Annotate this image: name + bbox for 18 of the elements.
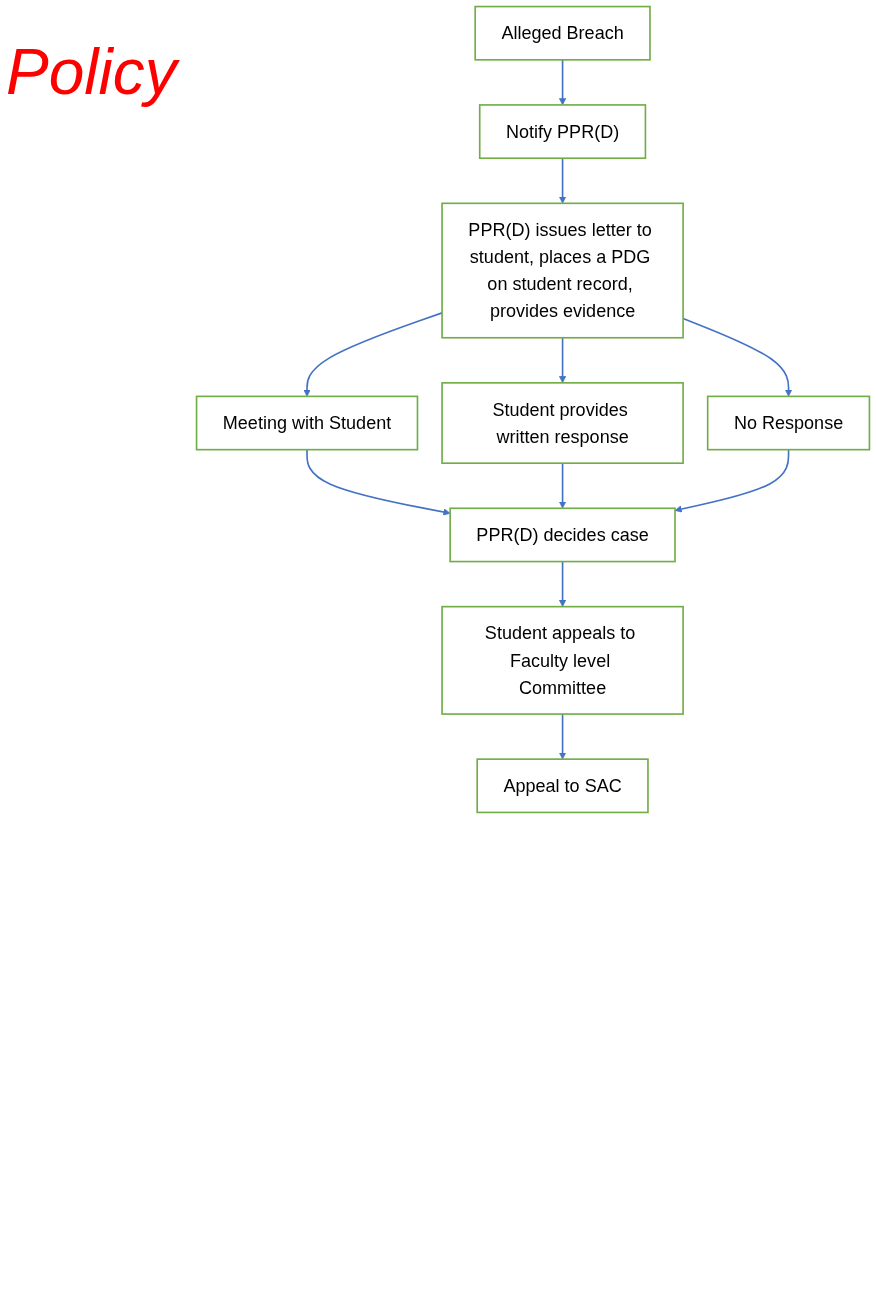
node-box: PPR(D) issues letter to student, places a PDG on student record, provides evidence bbox=[441, 202, 684, 339]
node-box: Student appeals to Faculty level Committee bbox=[441, 605, 684, 715]
arrow bbox=[558, 713, 567, 760]
node-box: Student provides written response bbox=[441, 382, 684, 464]
arrow bbox=[303, 312, 443, 397]
node-box: Appeal to SAC bbox=[476, 758, 649, 814]
arrow bbox=[306, 448, 451, 516]
node-box: Notify PPR(D) bbox=[478, 104, 647, 160]
node-box: No Response bbox=[706, 395, 871, 451]
arrow bbox=[558, 560, 567, 607]
node-box: Meeting with Student bbox=[195, 395, 419, 451]
arrow bbox=[558, 462, 567, 509]
node-box: PPR(D) decides case bbox=[449, 507, 676, 563]
arrow bbox=[558, 336, 567, 384]
arrow bbox=[558, 59, 567, 106]
node-box: Alleged Breach bbox=[474, 5, 651, 61]
arrow bbox=[558, 157, 567, 204]
arrow bbox=[674, 448, 790, 513]
